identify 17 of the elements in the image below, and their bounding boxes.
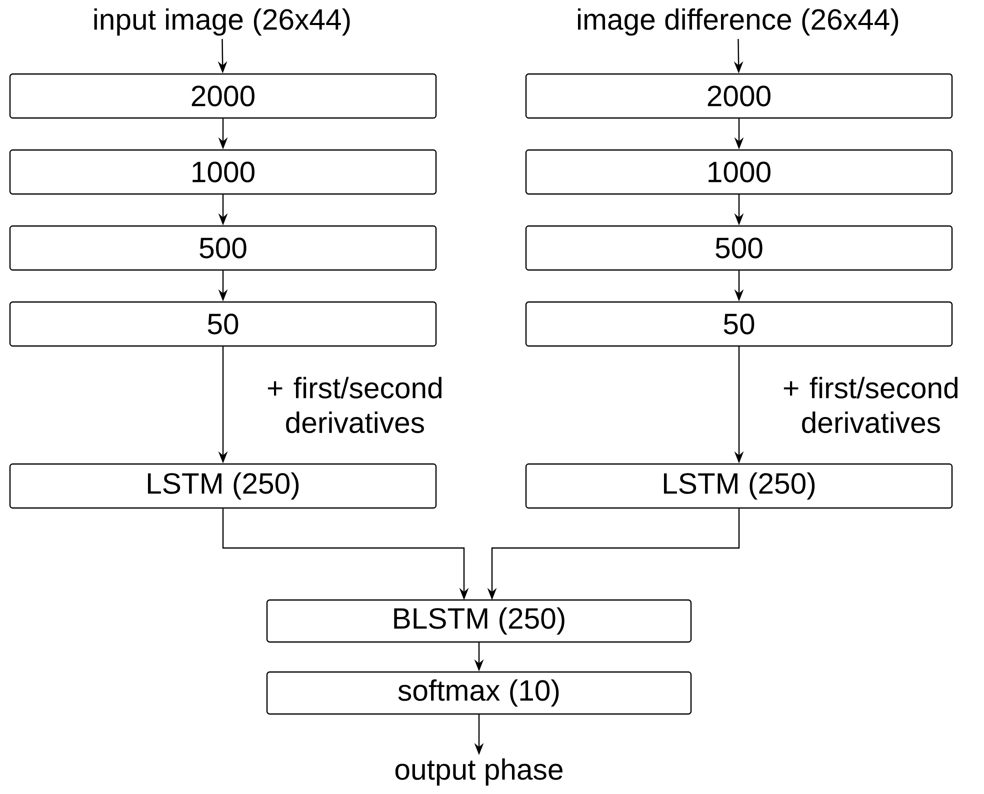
layer-box: LSTM (250) — [9, 463, 437, 509]
layer-box: 2000 — [9, 73, 437, 119]
layer-box: LSTM (250) — [525, 463, 953, 509]
io-label: output phase — [395, 758, 562, 786]
layer-box: BLSTM (250) — [266, 599, 692, 643]
layer-box: 500 — [525, 225, 953, 271]
layer-box: 1000 — [525, 149, 953, 195]
layer-box: 1000 — [9, 149, 437, 195]
edge-label: + first/second derivatives — [784, 376, 958, 434]
io-label: image difference (26x44) — [578, 8, 898, 36]
layer-box: 500 — [9, 225, 437, 271]
edge-label: + first/second derivatives — [268, 376, 442, 434]
layer-box: 2000 — [525, 73, 953, 119]
layer-box: softmax (10) — [266, 671, 692, 715]
layer-box: 50 — [9, 301, 437, 347]
layer-box: 50 — [525, 301, 953, 347]
io-label: input image (26x44) — [94, 8, 350, 36]
